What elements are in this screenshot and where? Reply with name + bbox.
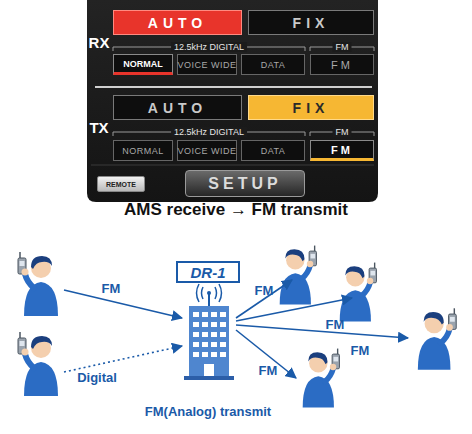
node-text: NORMAL bbox=[122, 146, 164, 156]
signal-label: FM bbox=[326, 317, 345, 332]
caption: AMS receive → FM transmit bbox=[0, 200, 472, 220]
node-text: AUTO bbox=[148, 15, 207, 31]
row-label: TX bbox=[89, 119, 108, 136]
option-button: FM bbox=[310, 140, 374, 161]
control-panel bbox=[87, 0, 378, 202]
option-button: DATA bbox=[241, 54, 305, 75]
radio-user bbox=[340, 263, 377, 322]
footer-label: FM(Analog) transmit bbox=[145, 404, 271, 419]
row-label: RX bbox=[89, 34, 110, 51]
radio-user bbox=[18, 332, 58, 396]
mode-button: FIX bbox=[248, 10, 374, 35]
node-text: DATA bbox=[261, 146, 286, 156]
signal-label: Digital bbox=[77, 370, 117, 385]
option-button: NORMAL bbox=[113, 54, 173, 75]
node-text: VOICE WIDE bbox=[178, 146, 237, 156]
node-text: FIX bbox=[293, 100, 330, 116]
option-button: NORMAL bbox=[113, 140, 173, 161]
node-text: AUTO bbox=[148, 100, 207, 116]
device-box: DR-1 bbox=[176, 261, 240, 283]
signal-label: FM bbox=[255, 283, 274, 298]
option-button: VOICE WIDE bbox=[177, 54, 237, 75]
setup-button: SETUP bbox=[185, 170, 305, 197]
option-button: FM bbox=[310, 54, 374, 75]
radio-user bbox=[418, 308, 456, 369]
group-label: 12.5kHz DIGITAL bbox=[171, 127, 247, 137]
signal-label: FM bbox=[351, 343, 370, 358]
remote-button: REMOTE bbox=[97, 176, 145, 192]
mode-button: AUTO bbox=[113, 10, 242, 35]
node-text: FM bbox=[331, 59, 353, 71]
signal-arrows bbox=[64, 280, 408, 378]
node-text: SETUP bbox=[208, 175, 281, 193]
node-text: FIX bbox=[293, 15, 330, 31]
radio-user bbox=[18, 252, 58, 316]
mode-button: FIX bbox=[248, 95, 374, 120]
node-text: DATA bbox=[261, 60, 286, 70]
option-button: DATA bbox=[241, 140, 305, 161]
option-button: VOICE WIDE bbox=[177, 140, 237, 161]
node-text: NORMAL bbox=[123, 59, 163, 69]
mode-button: AUTO bbox=[113, 95, 242, 120]
repeater-building bbox=[184, 284, 234, 380]
radio-user bbox=[303, 349, 340, 408]
node-text: REMOTE bbox=[106, 181, 136, 188]
node-text: FM bbox=[331, 144, 353, 156]
group-label: FM bbox=[333, 127, 352, 137]
node-text: DR-1 bbox=[190, 264, 225, 281]
group-label: FM bbox=[333, 42, 352, 52]
group-label: 12.5kHz DIGITAL bbox=[171, 42, 247, 52]
signal-label: FM bbox=[259, 363, 278, 378]
signal-label: FM bbox=[102, 281, 121, 296]
radio-user bbox=[280, 246, 317, 305]
node-text: VOICE WIDE bbox=[178, 60, 237, 70]
